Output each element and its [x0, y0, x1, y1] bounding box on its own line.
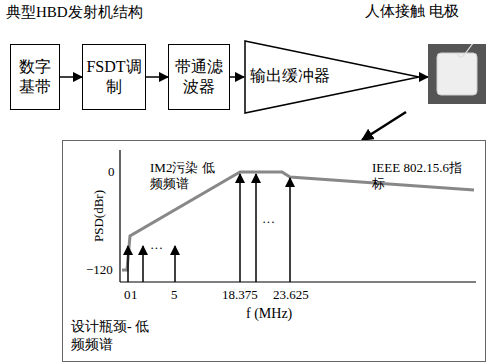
node-label: 数字基带 [14, 57, 56, 97]
chart-label: IM2污染 低频频谱 [150, 160, 220, 191]
node-label: 输出缓冲器 [250, 66, 330, 87]
node-label: 设计瓶颈- 低频频谱 [71, 318, 155, 353]
chart-label: 0 [108, 164, 115, 180]
chart-label: IEEE 802.15.6指标 [372, 160, 472, 191]
chart-label: −120 [86, 262, 113, 278]
tone-arrow [239, 174, 241, 282]
node-label: 带通滤波器 [172, 57, 226, 97]
chart-label: 18.375 [222, 287, 258, 303]
signal-arrow [230, 76, 244, 78]
electrode-picture [428, 44, 486, 104]
electrode-node: 人体接触 电极 [428, 44, 486, 104]
node-label: FSDT调制 [86, 57, 142, 97]
diagram-title: 典型HBD发射机结构 [6, 3, 143, 22]
tone-arrow [255, 174, 257, 282]
chart-label: f (MHz) [246, 306, 292, 323]
signal-arrow [60, 76, 82, 78]
y-axis [119, 150, 120, 282]
buffer-triangle: 输出缓冲器 [244, 40, 420, 114]
chart-label: 1 [131, 287, 138, 303]
chart-label: 0 [124, 287, 131, 303]
tone-arrow [174, 246, 176, 282]
node-label: 人体接触 电极 [356, 2, 468, 20]
process-box: 带通滤波器 [168, 44, 230, 110]
chart-label: 5 [171, 287, 178, 303]
x-axis [120, 281, 476, 282]
process-box: FSDT调制 [82, 44, 146, 110]
process-box: 数字基带 [10, 44, 60, 110]
tone-arrow [127, 246, 129, 282]
chart-label: ··· [262, 214, 275, 230]
axis-title: PSD(dBr) [91, 190, 107, 242]
chart-label: ··· [150, 240, 163, 256]
signal-arrow [420, 76, 428, 78]
chart-label: 23.625 [273, 287, 309, 303]
tone-arrow [289, 178, 291, 282]
signal-arrow [362, 112, 406, 140]
signal-arrow [146, 76, 168, 78]
tone-arrow [142, 246, 144, 282]
